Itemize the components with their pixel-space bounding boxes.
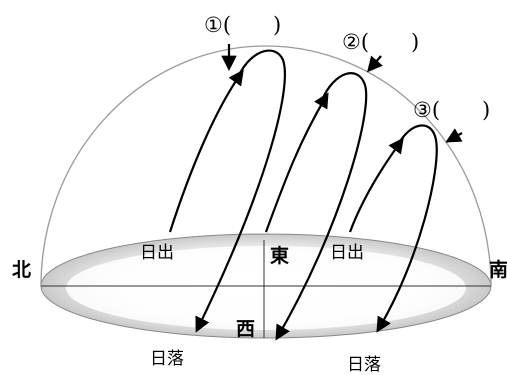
sunset-label-left: 日落 [150, 349, 184, 369]
sky-dome [40, 45, 492, 287]
direction-east: 東 [270, 244, 289, 267]
path-marker-2: ②( ) [342, 30, 419, 54]
direction-north: 北 [12, 259, 31, 281]
sun-path-1-set [195, 49, 286, 333]
down-left-arrow-icon [445, 128, 463, 143]
sun-path-3-rise [348, 137, 404, 233]
sun-path-2-rise [264, 92, 329, 233]
down-left-arrow-icon [366, 55, 383, 73]
sun-path-3-set [376, 124, 438, 333]
direction-west: 西 [236, 318, 255, 340]
sunset-label-right: 日落 [347, 355, 381, 375]
direction-south: 南 [489, 259, 507, 281]
sunrise-label-left: 日出 [140, 243, 174, 263]
path-marker-1: ①( ) [204, 13, 281, 37]
sun-path-2-set [275, 72, 368, 341]
horizon-inner [66, 246, 466, 330]
path-marker-3: ③( ) [413, 98, 490, 122]
sun-path-1-rise [168, 69, 244, 233]
sunrise-label-right: 日出 [330, 243, 364, 263]
